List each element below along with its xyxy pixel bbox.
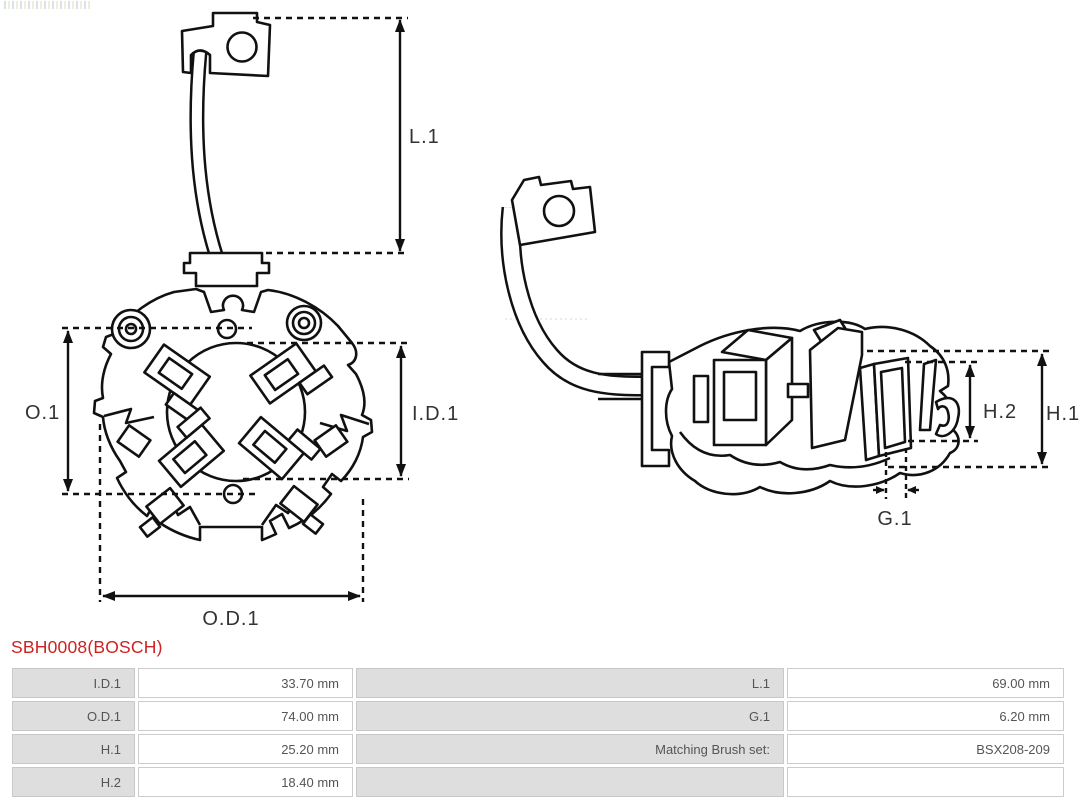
brush-box xyxy=(249,342,334,405)
spec-label-cell: I.D.1 xyxy=(12,668,135,698)
dimension-label-o1: O.1 xyxy=(25,402,60,424)
dimension-label-h2: H.2 xyxy=(983,401,1017,423)
side-view-dimensions xyxy=(867,349,1052,499)
dimension-label-l1: L.1 xyxy=(409,126,440,148)
eyelet xyxy=(285,304,323,342)
mounting-bracket xyxy=(640,350,671,468)
watermark-dotted-line xyxy=(505,318,587,320)
brush-box-3d xyxy=(712,328,794,447)
dimension-label-od1: O.D.1 xyxy=(202,608,259,630)
spec-value-cell: 18.40 mm xyxy=(138,767,353,797)
watermark-artifact xyxy=(4,1,92,9)
part-number-title: SBH0008(BOSCH) xyxy=(11,637,163,657)
housing-contour xyxy=(678,431,891,471)
spec-value-cell: 25.20 mm xyxy=(138,734,353,764)
spec-label-cell: H.1 xyxy=(12,734,135,764)
dimension-h1 xyxy=(867,349,1052,469)
spec-label-cell: O.D.1 xyxy=(12,701,135,731)
dimension-l1 xyxy=(253,16,408,255)
spec-value-cell: 6.20 mm xyxy=(787,701,1064,731)
brush-box xyxy=(143,343,212,424)
dimension-label-h1: H.1 xyxy=(1046,403,1080,425)
brush-box xyxy=(157,406,226,489)
front-view-drawing xyxy=(92,11,374,542)
slot-piece xyxy=(692,374,710,424)
rim-tab xyxy=(313,424,349,458)
spec-value-cell: 69.00 mm xyxy=(787,668,1064,698)
rim-tab xyxy=(145,486,185,526)
technical-drawing: L.1 O.1 I.D.1 O.D.1 xyxy=(25,11,1080,630)
hook-clip xyxy=(934,396,961,438)
rim-tab xyxy=(301,513,325,535)
dimension-o1 xyxy=(62,326,258,496)
lead-wire xyxy=(189,51,225,261)
dimension-g1 xyxy=(873,448,919,499)
spec-label-cell: L.1 xyxy=(356,668,784,698)
dimension-h2 xyxy=(905,360,978,443)
terminal-hole xyxy=(542,194,576,228)
spec-label-cell: H.2 xyxy=(12,767,135,797)
dimension-label-id1: I.D.1 xyxy=(412,403,459,425)
brush-box-3d xyxy=(808,318,881,462)
rim-cut xyxy=(103,407,155,425)
wire-block xyxy=(182,251,271,288)
connector-piece xyxy=(786,382,810,399)
spec-label-cell xyxy=(356,767,784,797)
inner-bore xyxy=(165,341,307,483)
spec-value-cell xyxy=(787,767,1064,797)
side-view-drawing xyxy=(500,175,961,496)
dimension-id1 xyxy=(243,341,409,481)
spec-label-cell: G.1 xyxy=(356,701,784,731)
spec-value-cell: BSX208-209 xyxy=(787,734,1064,764)
dimension-od1 xyxy=(98,424,365,602)
spec-value-cell: 33.70 mm xyxy=(138,668,353,698)
spec-table: I.D.1 33.70 mm L.1 69.00 mm O.D.1 74.00 … xyxy=(12,668,1064,797)
rim-tab xyxy=(138,516,162,538)
spec-value-cell: 74.00 mm xyxy=(138,701,353,731)
brush-frame xyxy=(872,356,913,458)
rim-tab xyxy=(116,424,152,458)
spec-label-cell: Matching Brush set: xyxy=(356,734,784,764)
brush-box xyxy=(237,415,322,481)
terminal-hole xyxy=(226,31,258,63)
dimension-label-g1: G.1 xyxy=(877,508,912,530)
lead-wire xyxy=(500,206,645,397)
front-view-dimensions xyxy=(62,16,409,602)
wire-tube xyxy=(598,372,644,401)
